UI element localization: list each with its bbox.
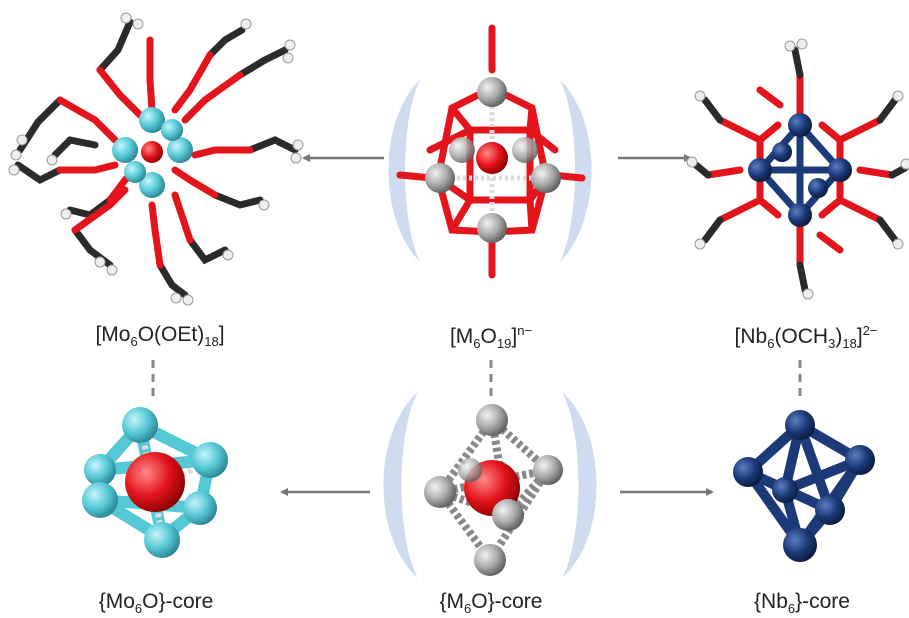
right-bracket-top	[560, 80, 592, 262]
mo6o-oet18-model	[8, 12, 304, 306]
bracket-pair-bottom	[383, 392, 597, 578]
left-bracket-bottom	[383, 392, 418, 578]
bracket-pair-top	[388, 80, 592, 262]
label-nb-core: {Nb6}-core	[754, 590, 850, 617]
nb6-core-model	[733, 410, 875, 562]
label-nb-cluster: [Nb6(OCH3)18]2−	[734, 323, 878, 352]
label-m-core: {M6O}-core	[439, 590, 543, 617]
label-mo-core: {Mo6O}-core	[98, 590, 214, 617]
right-bracket-bottom	[562, 392, 597, 578]
label-m-cluster: [M6O19]n−	[449, 323, 533, 352]
nb6-och3-18-model	[686, 38, 909, 300]
mo6o-core-model	[82, 407, 228, 558]
label-mo-cluster: [Mo6O(OEt)18]	[95, 323, 225, 350]
m6o-core-model	[424, 404, 563, 576]
m6o19-cage-model	[396, 24, 586, 279]
left-bracket-top	[388, 80, 420, 262]
